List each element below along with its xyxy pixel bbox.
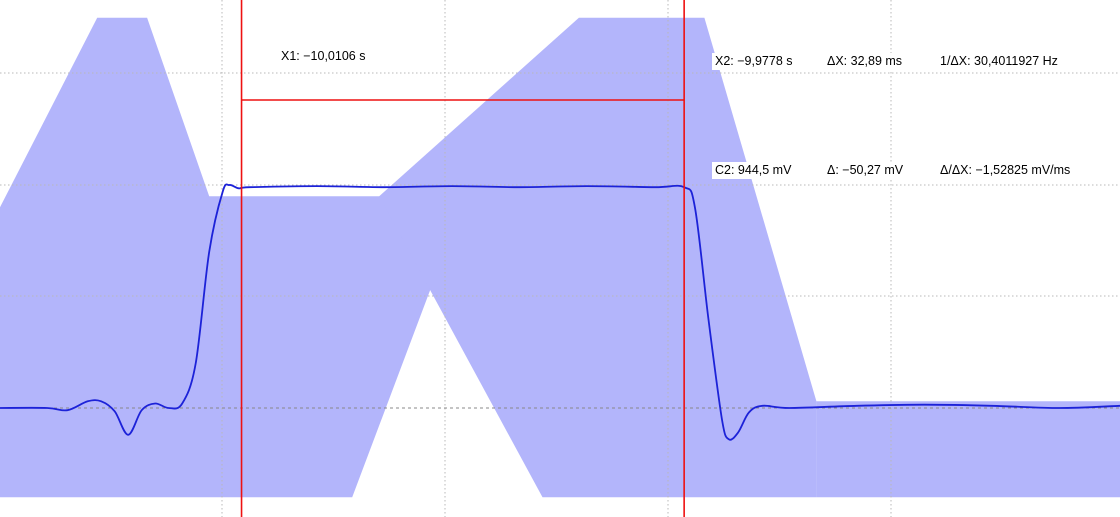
c2-value-readout: C2: 944,5 mV [712, 162, 795, 179]
inverse-delta-x-readout: 1/ΔX: 30,4011927 Hz [937, 53, 1061, 70]
delta-per-dx-readout: Δ/ΔX: −1,52825 mV/ms [937, 162, 1074, 179]
envelope-region-1 [0, 17, 466, 498]
delta-value-readout: Δ: −50,27 mV [824, 162, 907, 179]
cursor-layer[interactable] [240, 0, 685, 517]
delta-x-readout: ΔX: 32,89 ms [824, 53, 906, 70]
envelope-layer [0, 17, 1120, 498]
x1-cursor-label: X1: −10,0106 s [278, 48, 369, 65]
trace-layer [0, 183, 1120, 441]
envelope-region-3 [816, 401, 1120, 498]
x2-cursor-label: X2: −9,9778 s [712, 53, 796, 70]
waveform-trace [0, 183, 1120, 441]
envelope-region-2 [379, 17, 817, 498]
